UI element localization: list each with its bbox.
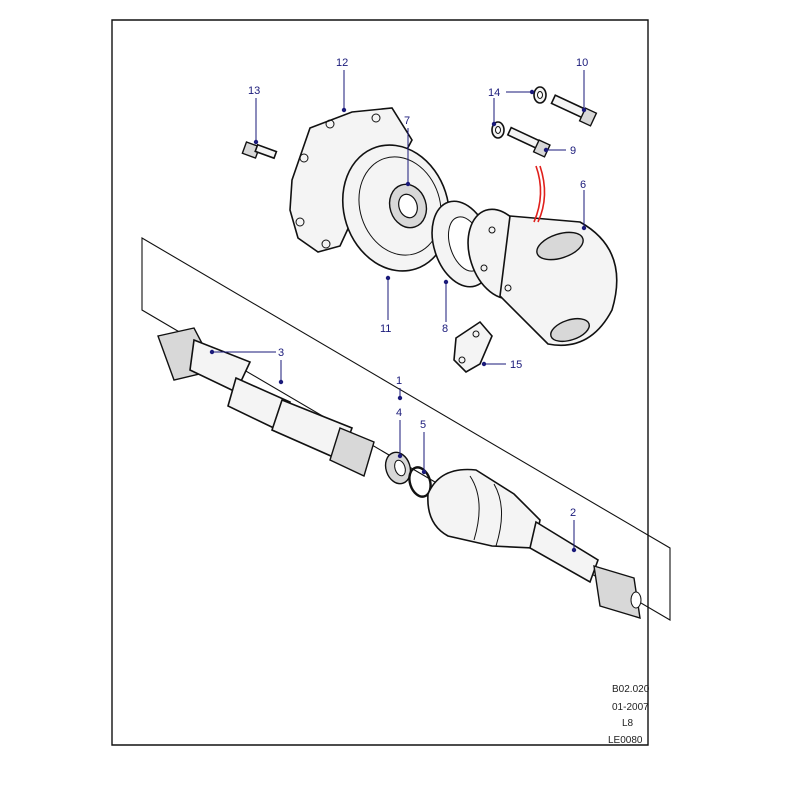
- model-code: L8: [622, 718, 634, 729]
- shaft-assembly-panel: [141, 237, 671, 621]
- callout-13: 13: [248, 85, 260, 97]
- callout-2: 2: [570, 507, 576, 519]
- illustration-code: LE0080: [608, 735, 643, 746]
- hub-housing: [341, 144, 451, 272]
- bracket-15: [453, 320, 493, 373]
- bolt-13: [241, 141, 278, 160]
- highlight-arc: [533, 165, 546, 223]
- callout-11: 11: [380, 323, 391, 335]
- outer-joint-housing: [467, 208, 618, 346]
- callout-7: 7: [404, 115, 410, 127]
- callout-3: 3: [278, 347, 284, 359]
- bolt-9: [506, 126, 551, 158]
- intermediate-shaft: [157, 327, 375, 477]
- callout-8: 8: [442, 323, 448, 335]
- diagram-frame: [111, 19, 649, 746]
- callout-4: 4: [396, 407, 402, 419]
- revision-date: 01-2007: [612, 702, 649, 713]
- bolt-10: [550, 94, 598, 127]
- callout-14: 14: [488, 87, 500, 99]
- callout-9: 9: [570, 145, 576, 157]
- reference-number: B02.020: [612, 684, 650, 695]
- spacer-4: [384, 451, 412, 485]
- washers-14: [491, 86, 547, 139]
- callout-10: 10: [576, 57, 588, 69]
- circlip-5: [408, 466, 432, 498]
- callout-15: 15: [510, 359, 522, 371]
- callout-1: 1: [396, 375, 402, 387]
- drive-shaft: [427, 468, 642, 619]
- callout-12: 12: [336, 57, 348, 69]
- callout-5: 5: [420, 419, 426, 431]
- callout-6: 6: [580, 179, 586, 191]
